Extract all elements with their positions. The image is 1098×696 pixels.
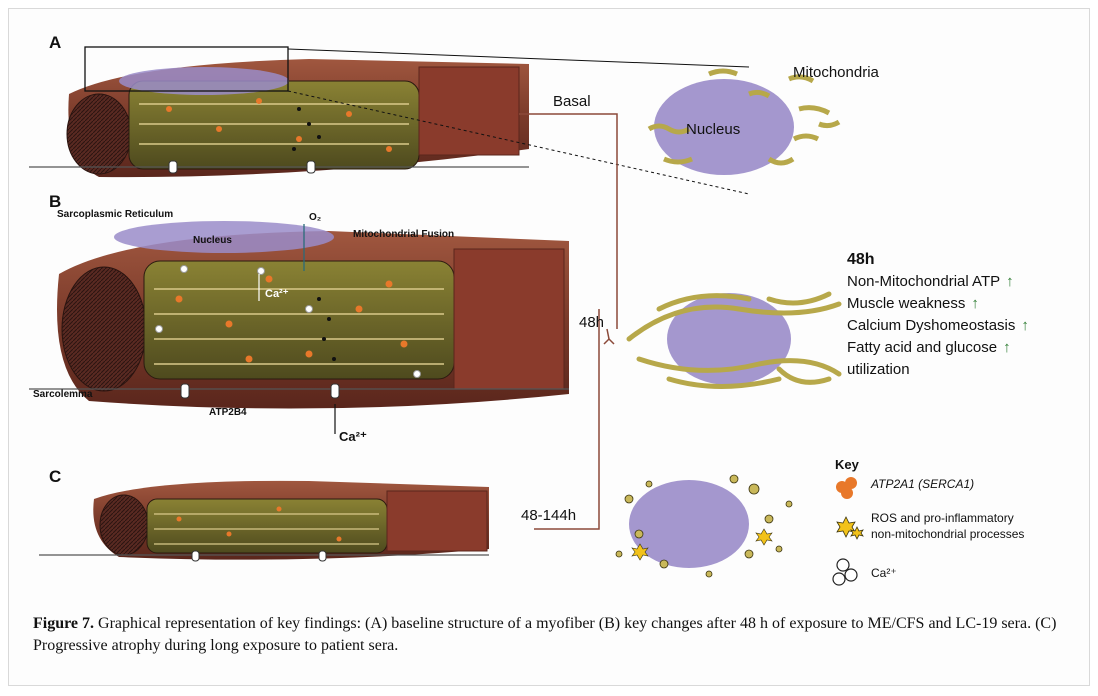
ros-icon [836, 516, 864, 540]
calcium-icon [832, 558, 858, 586]
findings-item: Non-Mitochondrial ATP↑ [847, 273, 1014, 290]
mito-nucleus-atrophy [615, 474, 793, 578]
findings-item: Muscle weakness↑ [847, 295, 979, 312]
up-arrow-icon: ↑ [971, 295, 979, 312]
figure-caption: Figure 7. Graphical representation of ke… [33, 613, 1083, 657]
findings-title: 48h [847, 251, 875, 268]
key-item-ros-line1: ROS and pro-inflammatory [871, 511, 1014, 525]
zoom-line-top [287, 48, 750, 68]
zoom-box [84, 46, 289, 92]
label-ca-out: Ca²⁺ [339, 429, 367, 444]
key-item-ros-line2: non-mitochondrial processes [871, 527, 1025, 541]
fiber-a [29, 59, 529, 178]
findings-item: Fatty acid and glucose↑ [847, 339, 1011, 356]
panel-label-a: A [49, 33, 62, 52]
label-basal: Basal [553, 93, 591, 110]
figure-frame: A B C Basal 48h 48-144h Mitochondria Nuc… [8, 8, 1090, 686]
label-nucleus-b: Nucleus [193, 235, 232, 246]
caption-text: Graphical representation of key findings… [33, 615, 1057, 654]
key-item-calcium: Ca²⁺ [871, 566, 897, 580]
mito-nucleus-basal [647, 68, 841, 175]
key-item-serca: ATP2A1 (SERCA1) [871, 477, 975, 491]
timeline-connector [519, 113, 618, 530]
panel-label-b: B [49, 192, 62, 211]
figure-diagram [29, 46, 864, 586]
caption-label: Figure 7. [33, 615, 95, 632]
label-48-144h: 48-144h [521, 507, 577, 524]
up-arrow-icon: ↑ [1021, 317, 1029, 334]
label-sarcoplasmic-reticulum: Sarcoplasmic Reticulum [57, 209, 174, 220]
up-arrow-icon: ↑ [1006, 273, 1014, 290]
up-arrow-icon: ↑ [1003, 339, 1011, 356]
findings-item: Calcium Dyshomeostasis↑ [847, 317, 1029, 334]
label-atp2b4: ATP2B4 [209, 407, 247, 418]
label-nucleus-zoom: Nucleus [686, 121, 741, 138]
panel-label-c: C [49, 467, 62, 486]
key-legend [832, 477, 864, 586]
zoom-line-bottom [287, 90, 750, 195]
label-sarcolemma: Sarcolemma [33, 389, 93, 400]
key-title: Key [835, 457, 859, 472]
label-mitochondria: Mitochondria [793, 64, 879, 81]
fiber-b [29, 221, 569, 434]
serca-icon [836, 477, 857, 499]
findings-item: utilization [847, 361, 910, 378]
label-48h: 48h [579, 314, 605, 331]
label-mitochondrial-fusion: Mitochondrial Fusion [353, 229, 455, 240]
label-ca-inner: Ca²⁺ [265, 288, 289, 300]
fiber-c [39, 480, 490, 562]
mito-nucleus-48h [626, 291, 842, 389]
label-o2: O₂ [309, 212, 322, 223]
